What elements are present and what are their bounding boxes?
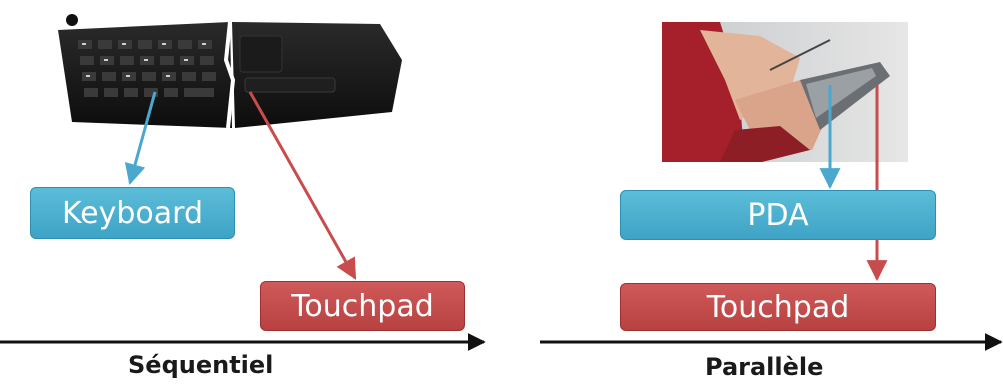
pda-photo-image <box>662 22 908 162</box>
pda-box: PDA <box>620 190 936 240</box>
keyboard-device-image <box>58 14 402 129</box>
keyboard-arrow <box>124 91 157 186</box>
pda-box-label: PDA <box>747 197 809 233</box>
keyboard-box: Keyboard <box>30 187 235 239</box>
touchpad-arrow <box>248 91 357 280</box>
parallel-label: Parallèle <box>705 353 824 381</box>
touchpad-box-right-label: Touchpad <box>706 289 850 325</box>
touchpad-box-right: Touchpad <box>620 283 936 331</box>
sequential-label: Séquentiel <box>128 351 274 379</box>
touchpad-box-left-label: Touchpad <box>291 288 434 324</box>
touchpad-box-left: Touchpad <box>260 281 465 331</box>
keyboard-box-label: Keyboard <box>61 195 204 231</box>
